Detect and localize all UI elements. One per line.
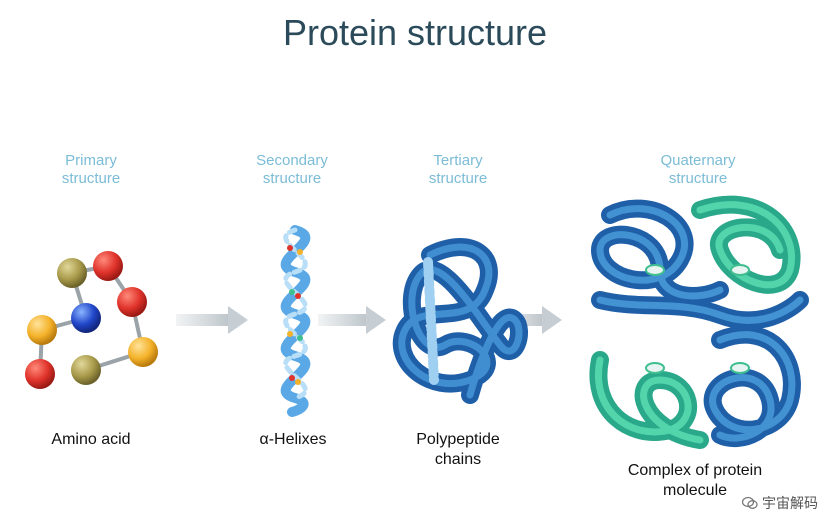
caption-polypeptide-chains: Polypeptide chains <box>368 430 548 470</box>
stage-label-primary: Primary structure <box>21 152 161 188</box>
page-title: Protein structure <box>282 12 548 53</box>
watermark-text: 宇宙解码 <box>762 495 818 511</box>
caption-line2: chains <box>434 451 482 468</box>
caption-line1: α-Helixes <box>259 431 327 448</box>
stage-label-tertiary: Tertiary structure <box>388 152 528 188</box>
stage-label-line1: Secondary <box>256 152 328 169</box>
caption-line1: Complex of protein <box>627 462 763 479</box>
arrow-right-icon <box>176 306 248 334</box>
caption-line2: molecule <box>662 482 728 499</box>
stage-label-line2: structure <box>428 170 488 187</box>
caption-alpha-helixes: α-Helixes <box>203 430 383 450</box>
stage-label-line1: Tertiary <box>433 152 483 169</box>
protein-complex-icon <box>589 195 809 449</box>
stage-label-secondary: Secondary structure <box>222 152 362 188</box>
caption-line1: Polypeptide <box>416 431 500 448</box>
arrow-right-icon <box>318 306 386 334</box>
amino-acid-chain-icon <box>25 251 158 389</box>
stage-label-line1: Primary <box>65 152 117 169</box>
alpha-helix-icon <box>280 225 311 417</box>
wechat-icon <box>742 496 758 509</box>
stage-label-line2: structure <box>61 170 121 187</box>
polypeptide-fold-icon <box>392 238 528 404</box>
stage-label-line2: structure <box>668 170 728 187</box>
caption-protein-complex: Complex of protein molecule <box>605 461 785 501</box>
stage-label-line1: Quaternary <box>660 152 736 169</box>
stage-label-quaternary: Quaternary structure <box>628 152 768 188</box>
caption-amino-acid: Amino acid <box>1 430 181 450</box>
caption-line1: Amino acid <box>51 431 131 448</box>
stage-label-line2: structure <box>262 170 322 187</box>
watermark: 宇宙解码 <box>736 491 824 515</box>
